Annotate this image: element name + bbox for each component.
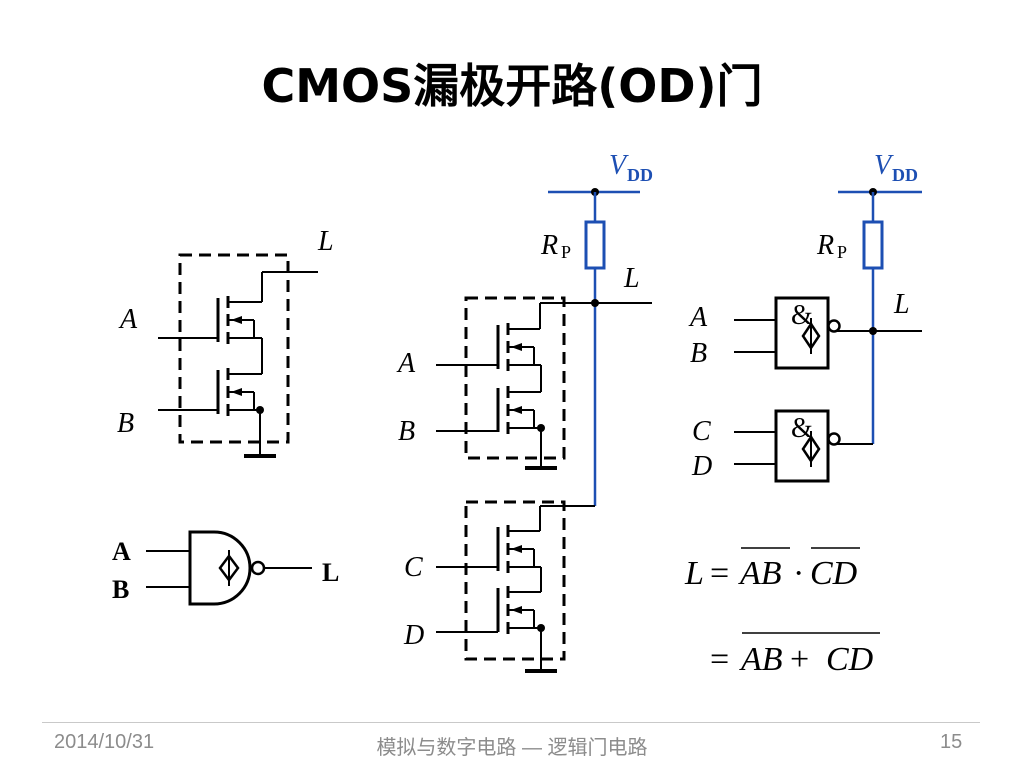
- label-P-right: P: [837, 242, 847, 262]
- label-A-right: A: [688, 302, 708, 333]
- eq-line1-cd: CD: [810, 555, 858, 592]
- label-DD-middle: DD: [627, 165, 653, 185]
- label-C-right: C: [692, 416, 711, 447]
- label-L-symbol: L: [322, 558, 339, 587]
- right-gate-circuit: [734, 188, 922, 483]
- label-L-middle: L: [623, 263, 640, 294]
- label-A-middle: A: [396, 348, 416, 379]
- label-L-right: L: [893, 289, 910, 320]
- slide-title: CMOS漏极开路(OD)门: [261, 59, 763, 113]
- label-A-symbol: A: [112, 537, 131, 566]
- eq-line2-equals: =: [710, 641, 729, 678]
- eq-line2-cd: CD: [826, 641, 874, 678]
- label-B-middle: B: [398, 416, 415, 447]
- eq-line1-equals: =: [710, 555, 729, 592]
- label-B-right: B: [690, 338, 707, 369]
- label-V-middle: V: [609, 150, 629, 181]
- eq-line1-ab: AB: [738, 555, 782, 592]
- footer-page-number: 15: [940, 731, 963, 753]
- middle-wired-and-circuit: [436, 188, 652, 673]
- label-R-right: R: [816, 230, 834, 261]
- label-D-middle: D: [403, 620, 424, 651]
- label-amp-bottom: &: [791, 413, 813, 444]
- logic-equation: L = AB · CD = AB + CD: [684, 547, 880, 678]
- label-A-left: A: [118, 304, 138, 335]
- label-D-right: D: [691, 451, 712, 482]
- label-amp-top: &: [791, 300, 813, 331]
- eq-line1-dot: ·: [793, 555, 804, 592]
- footer-course-title: 模拟与数字电路 — 逻辑门电路: [376, 737, 648, 759]
- label-B-symbol: B: [112, 575, 129, 604]
- label-P-middle: P: [561, 242, 571, 262]
- label-R-middle: R: [540, 230, 558, 261]
- label-V-right: V: [874, 150, 894, 181]
- label-B-left: B: [117, 408, 134, 439]
- label-DD-right: DD: [892, 165, 918, 185]
- label-L-left: L: [317, 226, 334, 257]
- footer-divider: [42, 722, 980, 723]
- footer-date: 2014/10/31: [54, 731, 155, 753]
- eq-line1-lhs: L: [684, 555, 704, 592]
- eq-line2-ab: AB: [739, 641, 783, 678]
- od-nand-symbol: [146, 530, 312, 606]
- left-od-circuit: [158, 253, 318, 458]
- label-C-middle: C: [404, 552, 423, 583]
- eq-line2-plus: +: [790, 641, 809, 678]
